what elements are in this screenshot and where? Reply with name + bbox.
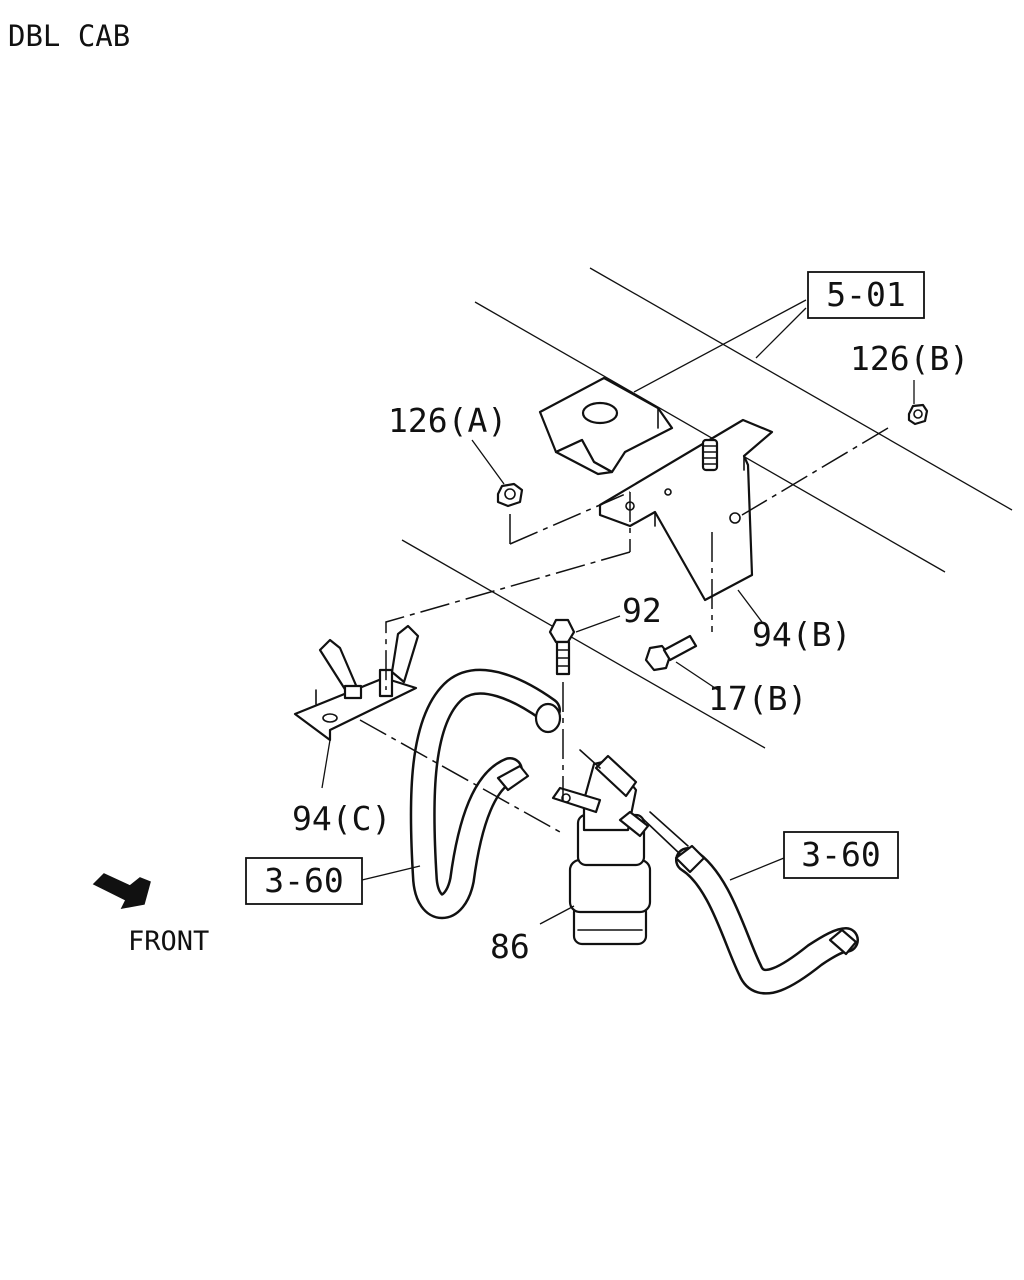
bracket-stud (701, 438, 719, 472)
nut-126b (907, 403, 929, 426)
ref-3-60-right-label: 3-60 (801, 835, 880, 874)
ref-box-5-01[interactable]: 5-01 (807, 271, 925, 319)
ref-5-01-label: 5-01 (826, 275, 905, 314)
variant-title: DBL CAB (8, 19, 130, 53)
label-94b: 94(B) (752, 615, 851, 654)
label-92: 92 (622, 591, 662, 630)
bolt-17b (644, 634, 698, 672)
front-label: FRONT (128, 926, 209, 957)
label-94c: 94(C) (292, 799, 391, 838)
nut-126a (496, 482, 524, 508)
leader-lines (321, 299, 915, 925)
front-arrow-icon (92, 873, 151, 910)
front-indicator: FRONT (92, 873, 209, 957)
canister-86 (551, 749, 652, 946)
label-86: 86 (490, 927, 530, 966)
ref-box-3-60-left[interactable]: 3-60 (245, 857, 363, 905)
frame-reference-lines (401, 267, 1013, 749)
connection-lines (359, 427, 889, 833)
label-17b: 17(B) (708, 679, 807, 718)
label-126a: 126(A) (388, 401, 507, 440)
label-126b: 126(B) (850, 339, 969, 378)
bracket-94c (293, 624, 420, 742)
bolt-92 (548, 618, 576, 676)
bracket-94b (598, 418, 774, 602)
frame-mount-bracket (538, 376, 674, 476)
hose-right (641, 811, 859, 995)
ref-3-60-left-label: 3-60 (264, 861, 343, 900)
ref-box-3-60-right[interactable]: 3-60 (783, 831, 899, 879)
hose-left (409, 668, 562, 919)
